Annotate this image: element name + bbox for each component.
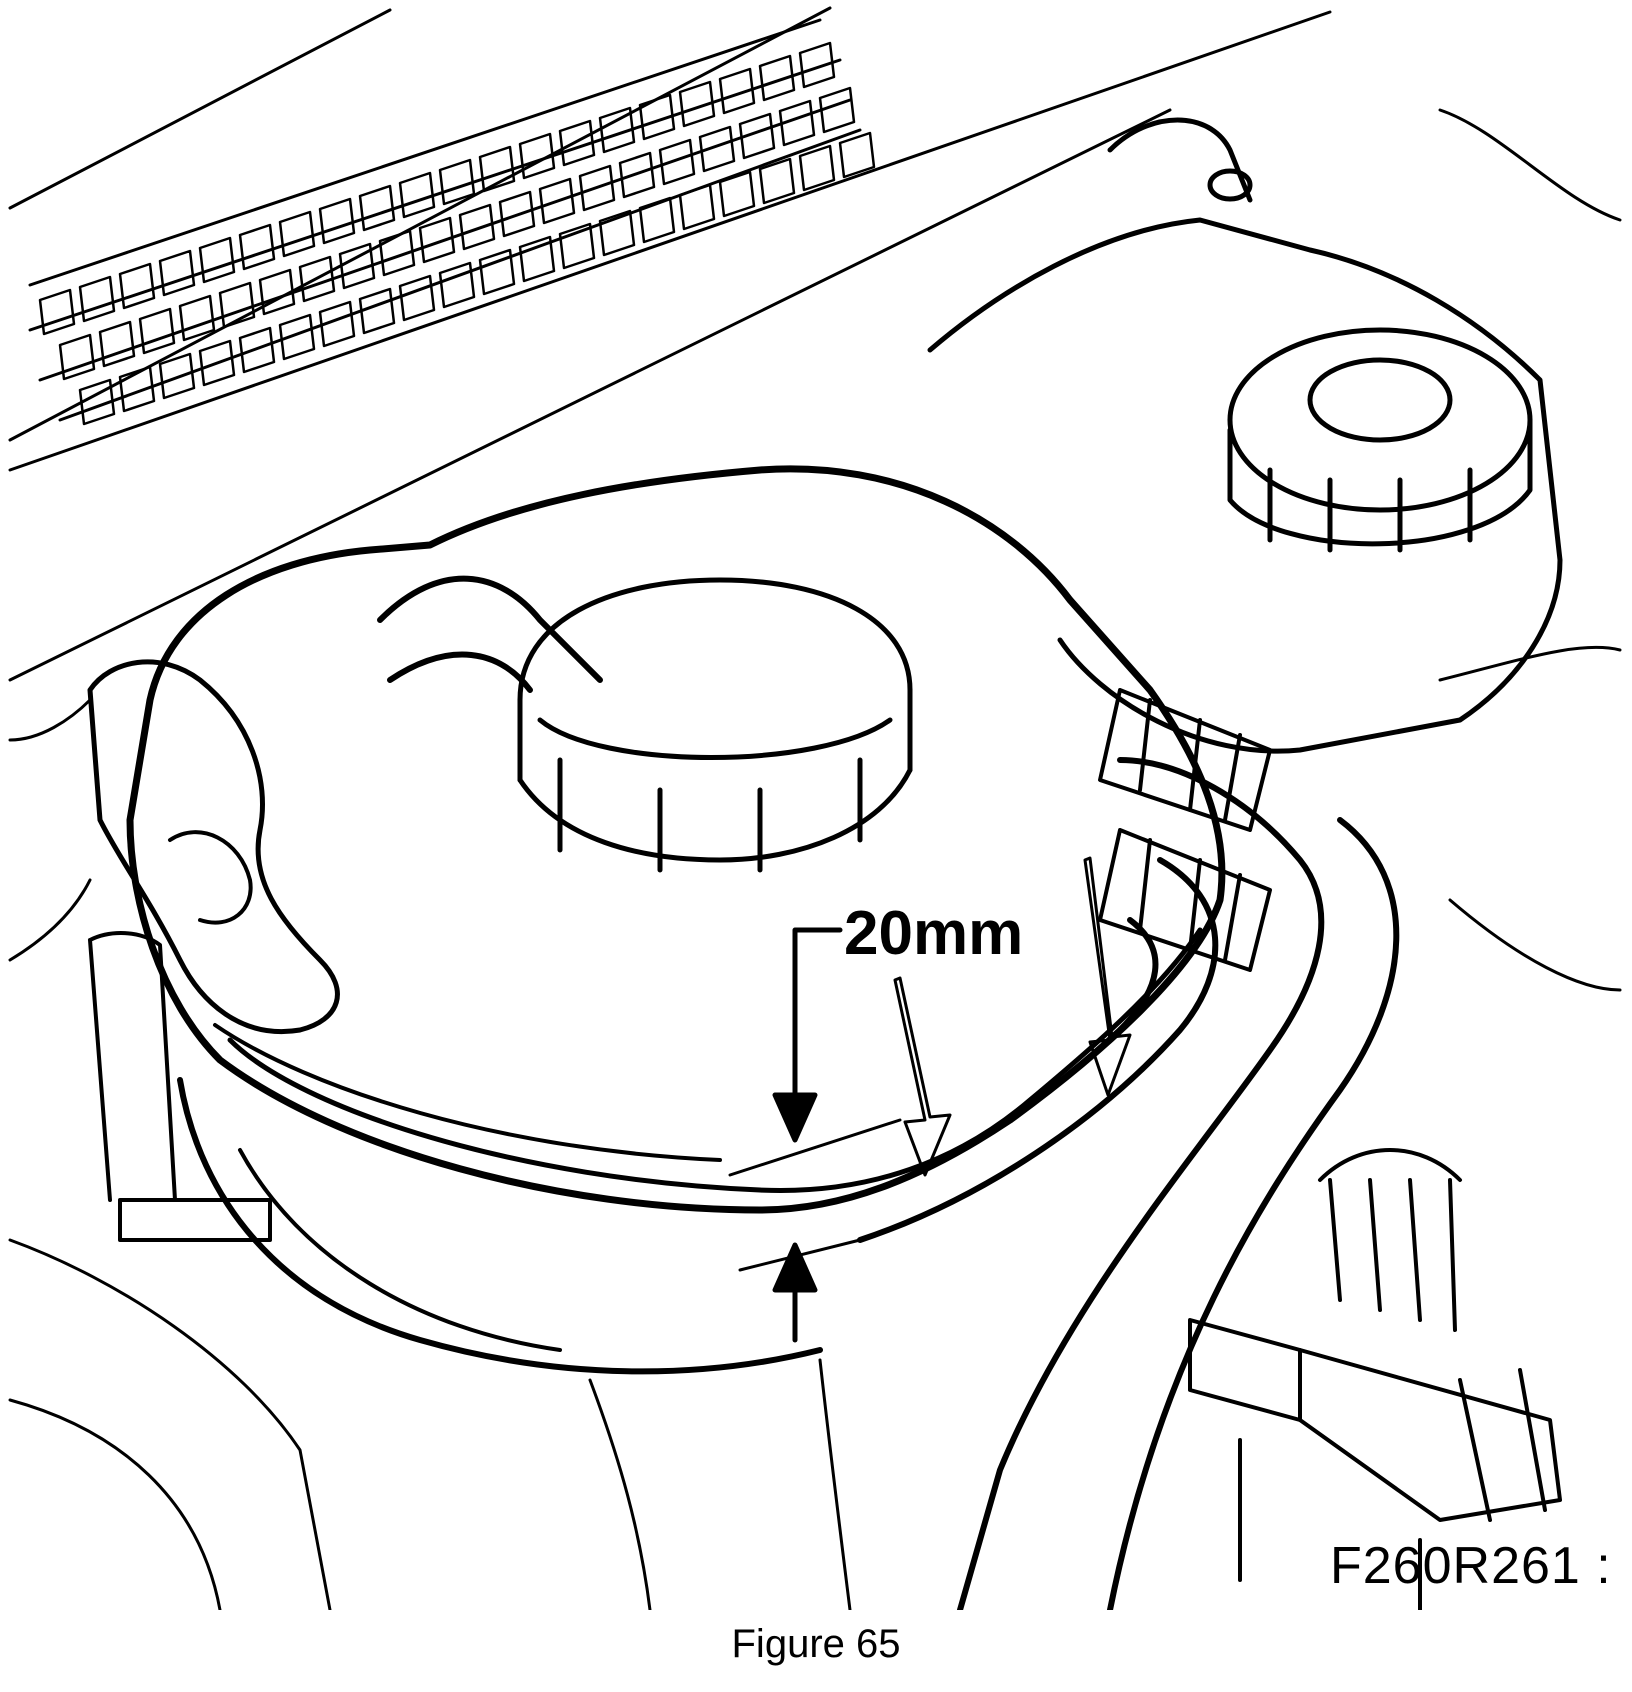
grille-slot xyxy=(598,209,636,257)
figure-caption: Figure 65 xyxy=(731,1622,901,1666)
grille-slot xyxy=(418,216,456,264)
grille-slot xyxy=(498,190,536,238)
grille-slots xyxy=(38,41,876,426)
grille-slot xyxy=(478,145,516,193)
fluid-reservoir xyxy=(927,117,1563,754)
grille-slot xyxy=(798,144,836,192)
grille-slot xyxy=(518,235,556,283)
grille-slot xyxy=(358,184,396,232)
grille-slot xyxy=(198,236,236,284)
grille-slot xyxy=(558,222,596,270)
grille-slot xyxy=(258,268,296,316)
grille-slot xyxy=(818,86,856,134)
grille-slot xyxy=(758,54,796,102)
grille-slot xyxy=(298,255,336,303)
grille-slot xyxy=(438,158,476,206)
grille-slot xyxy=(578,164,616,212)
grille-slot xyxy=(178,294,216,342)
grille-slot xyxy=(238,223,276,271)
grille-slot xyxy=(718,170,756,218)
grille-slot xyxy=(398,171,436,219)
grille-slot xyxy=(278,210,316,258)
grille-slot xyxy=(518,132,556,180)
grille-slot xyxy=(158,352,196,400)
grille-slot xyxy=(318,300,356,348)
tank-filler-cap xyxy=(517,577,913,873)
grille-slot xyxy=(618,151,656,199)
grille-slot xyxy=(738,112,776,160)
grille-slot xyxy=(838,131,876,179)
grille-slot xyxy=(38,288,76,336)
level-dimension-label: 20mm xyxy=(844,899,1024,968)
grille-slot xyxy=(478,248,516,296)
grille-slot xyxy=(78,378,116,426)
electrical-connector xyxy=(1188,1148,1562,1610)
grille-slot xyxy=(678,183,716,231)
grille-slot xyxy=(358,287,396,335)
grille-slot xyxy=(338,242,376,290)
grille-slot xyxy=(438,261,476,309)
hose-connectors xyxy=(1098,688,1272,972)
grille-slot xyxy=(458,203,496,251)
engine-bay-illustration xyxy=(8,6,1622,1610)
grille-slot xyxy=(98,320,136,368)
coolant-hoses xyxy=(377,575,1400,1610)
grille-slot xyxy=(78,275,116,323)
grille-slot xyxy=(718,67,756,115)
grille-slot xyxy=(538,177,576,225)
coolant-expansion-tank xyxy=(87,465,1226,1375)
grille-slot xyxy=(678,80,716,128)
grille-slot xyxy=(698,125,736,173)
grille-slot xyxy=(398,274,436,322)
grille-slot xyxy=(558,119,596,167)
grille-slot xyxy=(118,365,156,413)
figure-reference-code: F260R261 : xyxy=(1330,1537,1612,1595)
grille-slot xyxy=(598,106,636,154)
cowl-grille xyxy=(8,6,1332,682)
grille-slot xyxy=(218,281,256,329)
grille-slot xyxy=(198,339,236,387)
grille-slot xyxy=(278,313,316,361)
grille-slot xyxy=(638,196,676,244)
grille-slot xyxy=(318,197,356,245)
grille-slot xyxy=(638,93,676,141)
grille-slot xyxy=(58,333,96,381)
grille-slot xyxy=(798,41,836,89)
engine-background xyxy=(8,108,1622,1610)
grille-slot xyxy=(658,138,696,186)
grille-slot xyxy=(758,157,796,205)
grille-slot xyxy=(138,307,176,355)
grille-slot xyxy=(778,99,816,147)
grille-slot xyxy=(158,249,196,297)
grille-slot xyxy=(378,229,416,277)
grille-slot xyxy=(238,326,276,374)
level-dimension-arrows xyxy=(728,856,1132,1343)
grille-slot xyxy=(118,262,156,310)
